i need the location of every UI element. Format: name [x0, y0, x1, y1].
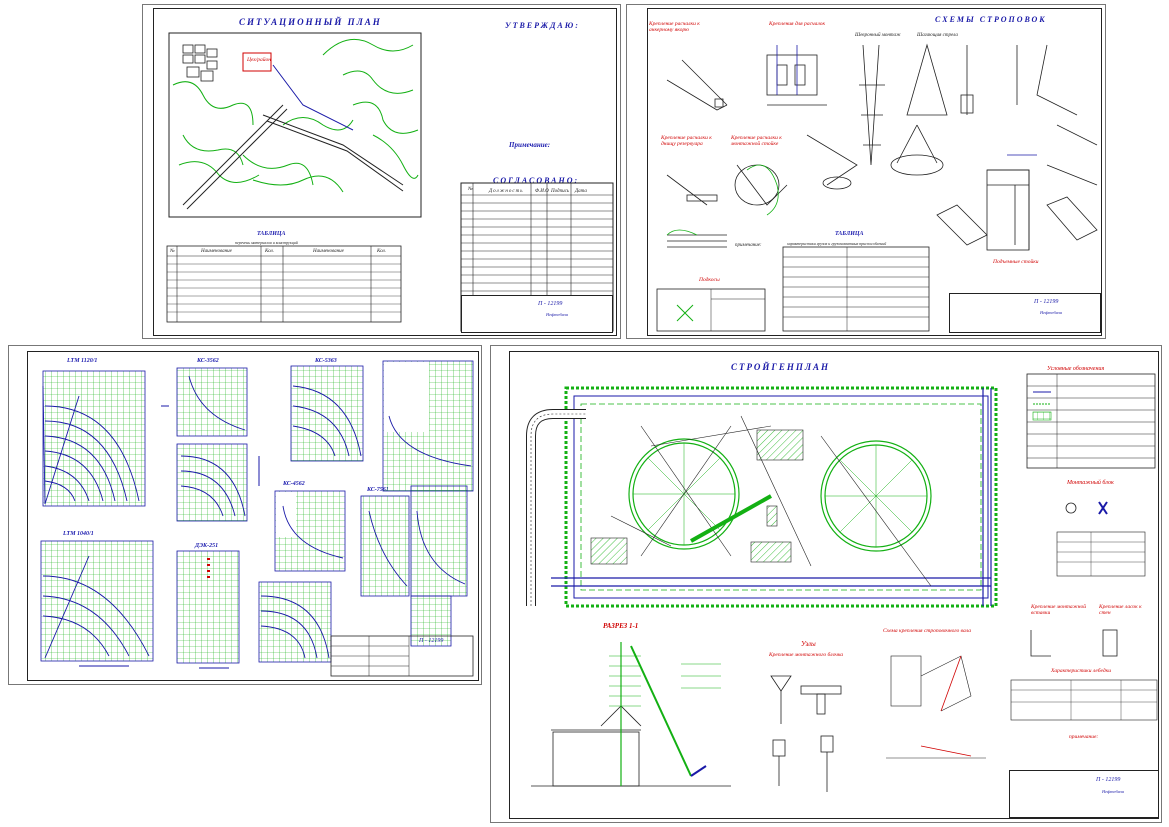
note-label: Примечание:	[509, 141, 551, 149]
crane-title-3: КС-5363	[315, 358, 337, 364]
legend-title: Условные обозначения	[1047, 366, 1105, 372]
sheet-crane-charts: LTM 1120/1 КС-3562 КС-5363 LTM 1040/1 ДЭ…	[8, 345, 482, 685]
label-anchor: Крепление расчалки к анкерному якорю	[649, 21, 700, 33]
label-tank-bottom: Крепление расчалки к днищу резервуара	[661, 135, 712, 147]
agreed-col-date: Дата	[575, 189, 587, 194]
slinging-note: примечание:	[735, 243, 762, 248]
crane-title-5: ДЭК-251	[195, 543, 219, 549]
slinging-table-title: ТАБЛИЦА	[835, 231, 864, 237]
table-title: ТАБЛИЦА	[257, 231, 286, 237]
label-walking-boom: Шагающая стрела	[917, 33, 958, 38]
winch-characteristics: Характеристики лебедки	[1051, 668, 1111, 674]
table-col-qty-left: Кол.	[265, 249, 274, 254]
table-col-no-left: №	[170, 249, 175, 254]
slinging-shaft-title: Схема крепления строповочного вала	[883, 628, 971, 634]
title-block-stamp: П - 12199 Нефтебаза	[949, 293, 1101, 333]
crane-charts-drawing	[40, 360, 474, 677]
situational-plan-drawing	[166, 32, 614, 332]
master-plan-title: СТРОЙГЕНПЛАН	[731, 362, 830, 372]
sheet-construction-plan: СТРОЙГЕНПЛАН Условные обозначения Монтаж…	[490, 345, 1162, 823]
sheet-frame	[153, 8, 617, 336]
stamp-subtitle: Нефтебаза	[546, 312, 568, 317]
label-chevron: Шевронный монтаж	[855, 33, 901, 38]
slinging-drawings	[656, 43, 1098, 332]
stamp-code: П - 12199	[1034, 299, 1059, 305]
sheet-frame	[509, 351, 1159, 819]
stamp-subtitle: Нефтебаза	[1040, 310, 1062, 315]
sheet-slinging-schemes: СХЕМЫ СТРОПОВОК Крепление расчалки к анк…	[626, 4, 1106, 339]
plan-title: СИТУАЦИОННЫЙ ПЛАН	[239, 17, 382, 27]
plan-note: примечание:	[1069, 734, 1099, 740]
label-fastenings: Крепления для расчалок	[769, 21, 826, 27]
sheet-frame	[27, 351, 479, 681]
crane-title-6: КС-4562	[283, 481, 305, 487]
crane-title-1: LTM 1120/1	[67, 358, 98, 364]
sheet-situational-plan: СИТУАЦИОННЫЙ ПЛАН УТВЕРЖДАЮ: Примечание:…	[142, 4, 621, 339]
slinging-table-subtitle: характеристики грузов и грузозахватных п…	[787, 241, 887, 246]
label-mount-stand: Крепление расчалки к монтажной стойке	[731, 135, 782, 147]
label-lifting-stands: Подъемные стойки	[993, 259, 1039, 265]
nodes-subtitle: Крепление монтажного блочка	[769, 652, 844, 658]
agreed-col-no: №	[468, 187, 473, 192]
sheet-frame	[647, 8, 1102, 336]
table-subtitle: перечень материалов и конструкций	[235, 240, 298, 245]
stamp-code: П - 12199	[538, 301, 563, 307]
table-col-qty-right: Кол.	[377, 249, 386, 254]
label-braces: Подкосы	[699, 277, 720, 283]
section-title: РАЗРЕЗ 1-1	[603, 622, 639, 630]
crane-title-4: LTM 1040/1	[63, 531, 94, 537]
nodes-title: Узлы	[801, 640, 816, 648]
fastening-left: Крепление монтажной вставки	[1031, 604, 1086, 616]
stamp-code: П - 12199	[1096, 777, 1121, 783]
fastening-right: Крепление ласок к стен	[1099, 604, 1142, 616]
agreed-col-position: Должность	[489, 189, 524, 194]
title-block-stamp: П - 12199 Нефтебаза	[1009, 770, 1159, 818]
crane-title-7: КС-7561	[367, 487, 389, 493]
crane-title-2: КС-3562	[197, 358, 219, 364]
table-col-name-right: Наименование	[313, 249, 344, 254]
agreed-label: СОГЛАСОВАНО:	[493, 176, 580, 185]
map-place-label: Цех/район	[247, 57, 272, 63]
agreed-col-sign: Подпись	[551, 189, 570, 194]
crane-stamp-code: П - 12199	[419, 638, 444, 644]
agreed-col-fio: Ф.И.О	[535, 189, 549, 194]
title-block-stamp: П - 12199 Нефтебаза	[461, 295, 613, 333]
mounting-block-title: Монтажный блок	[1067, 480, 1114, 486]
master-plan-drawing	[526, 373, 1158, 792]
stamp-subtitle: Нефтебаза	[1102, 789, 1124, 794]
slinging-title: СХЕМЫ СТРОПОВОК	[935, 15, 1047, 24]
table-col-name-left: Наименование	[201, 249, 232, 254]
approve-label: УТВЕРЖДАЮ:	[505, 21, 580, 30]
